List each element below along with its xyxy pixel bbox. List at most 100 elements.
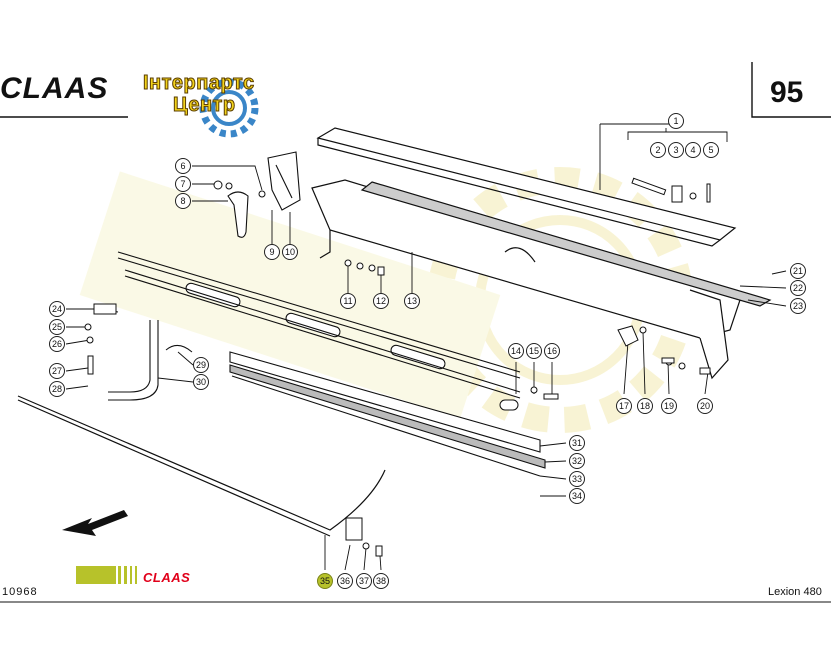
callout-label: 29 xyxy=(196,360,206,370)
callout-label: 8 xyxy=(180,196,185,206)
callout-12: 12 xyxy=(373,293,389,309)
main-housing-part xyxy=(311,179,772,380)
callout-6: 6 xyxy=(175,158,191,174)
footer-brand: CLAAS xyxy=(143,570,191,585)
callout-label: 28 xyxy=(52,384,62,394)
callout-21: 21 xyxy=(790,263,806,279)
callout-19: 19 xyxy=(661,398,677,414)
callout-label: 27 xyxy=(52,366,62,376)
callout-label: 18 xyxy=(640,401,650,411)
callout-9: 9 xyxy=(264,244,280,260)
callout-label: 2 xyxy=(655,145,660,155)
callout-label: 30 xyxy=(196,377,206,387)
callout-30: 30 xyxy=(193,374,209,390)
header-rule-right xyxy=(751,62,831,118)
callout-7: 7 xyxy=(175,176,191,192)
callout-label: 38 xyxy=(376,576,386,586)
callout-label: 36 xyxy=(340,576,350,586)
direction-arrow-icon xyxy=(62,510,128,536)
callout-label: 4 xyxy=(690,145,695,155)
lower-strip-part xyxy=(229,351,546,477)
model-name: Lexion 480 xyxy=(768,586,822,598)
callout-18: 18 xyxy=(637,398,653,414)
curved-cover-part xyxy=(17,395,386,537)
callout-label: 35 xyxy=(320,576,330,586)
callout-label: 37 xyxy=(359,576,369,586)
callout-label: 32 xyxy=(572,456,582,466)
logo-line-1: Інтерпартс xyxy=(143,72,255,95)
callout-15: 15 xyxy=(526,343,542,359)
callout-28: 28 xyxy=(49,381,65,397)
callout-label: 19 xyxy=(664,401,674,411)
callout-20: 20 xyxy=(697,398,713,414)
callout-label: 21 xyxy=(793,266,803,276)
callout-label: 23 xyxy=(793,301,803,311)
document-code: 10968 xyxy=(2,586,38,598)
callout-31: 31 xyxy=(569,435,585,451)
callout-2: 2 xyxy=(650,142,666,158)
callout-8: 8 xyxy=(175,193,191,209)
callout-label: 34 xyxy=(572,491,582,501)
page-number: 95 xyxy=(770,76,804,109)
callout-14: 14 xyxy=(508,343,524,359)
gear-icon xyxy=(199,78,259,138)
callout-23: 23 xyxy=(790,298,806,314)
claas-stripes-icon xyxy=(76,566,137,584)
callout-26: 26 xyxy=(49,336,65,352)
callout-35: 35 xyxy=(317,573,333,589)
callout-label: 12 xyxy=(376,296,386,306)
callout-29: 29 xyxy=(193,357,209,373)
callout-5: 5 xyxy=(703,142,719,158)
callout-label: 13 xyxy=(407,296,417,306)
callout-13: 13 xyxy=(404,293,420,309)
logo-line-2: Центр xyxy=(173,94,236,117)
callout-label: 22 xyxy=(793,283,803,293)
side-plate-part xyxy=(227,191,249,238)
callout-label: 15 xyxy=(529,346,539,356)
callout-25: 25 xyxy=(49,319,65,335)
callout-label: 20 xyxy=(700,401,710,411)
callout-label: 11 xyxy=(343,296,352,306)
hose-part xyxy=(108,320,159,401)
callout-label: 26 xyxy=(52,339,62,349)
callout-label: 7 xyxy=(180,179,185,189)
callout-16: 16 xyxy=(544,343,560,359)
callout-label: 25 xyxy=(52,322,62,332)
claas-logo: CLAAS xyxy=(0,72,109,105)
callout-38: 38 xyxy=(373,573,389,589)
callout-label: 14 xyxy=(511,346,521,356)
callout-label: 1 xyxy=(673,116,678,126)
callout-11: 11 xyxy=(340,293,356,309)
callout-label: 16 xyxy=(547,346,557,356)
callout-label: 24 xyxy=(52,304,62,314)
callout-17: 17 xyxy=(616,398,632,414)
callout-1: 1 xyxy=(668,113,684,129)
callout-label: 10 xyxy=(285,247,295,257)
callout-34: 34 xyxy=(569,488,585,504)
callout-37: 37 xyxy=(356,573,372,589)
callout-label: 5 xyxy=(708,145,713,155)
hardware-parts xyxy=(84,177,711,557)
callout-label: 17 xyxy=(619,401,629,411)
bracket-part xyxy=(267,151,301,211)
callout-3: 3 xyxy=(668,142,684,158)
callout-label: 9 xyxy=(269,247,274,257)
callout-label: 3 xyxy=(673,145,678,155)
leader-lines xyxy=(65,116,787,571)
callout-32: 32 xyxy=(569,453,585,469)
shaft-part xyxy=(117,251,521,399)
callout-36: 36 xyxy=(337,573,353,589)
callout-22: 22 xyxy=(790,280,806,296)
callout-33: 33 xyxy=(569,471,585,487)
top-cover-part xyxy=(316,127,737,247)
callout-label: 31 xyxy=(572,438,582,448)
callout-10: 10 xyxy=(282,244,298,260)
interparts-logo: Інтерпартс Центр xyxy=(137,68,267,140)
callout-27: 27 xyxy=(49,363,65,379)
callout-24: 24 xyxy=(49,301,65,317)
callout-4: 4 xyxy=(685,142,701,158)
callout-label: 33 xyxy=(572,474,582,484)
